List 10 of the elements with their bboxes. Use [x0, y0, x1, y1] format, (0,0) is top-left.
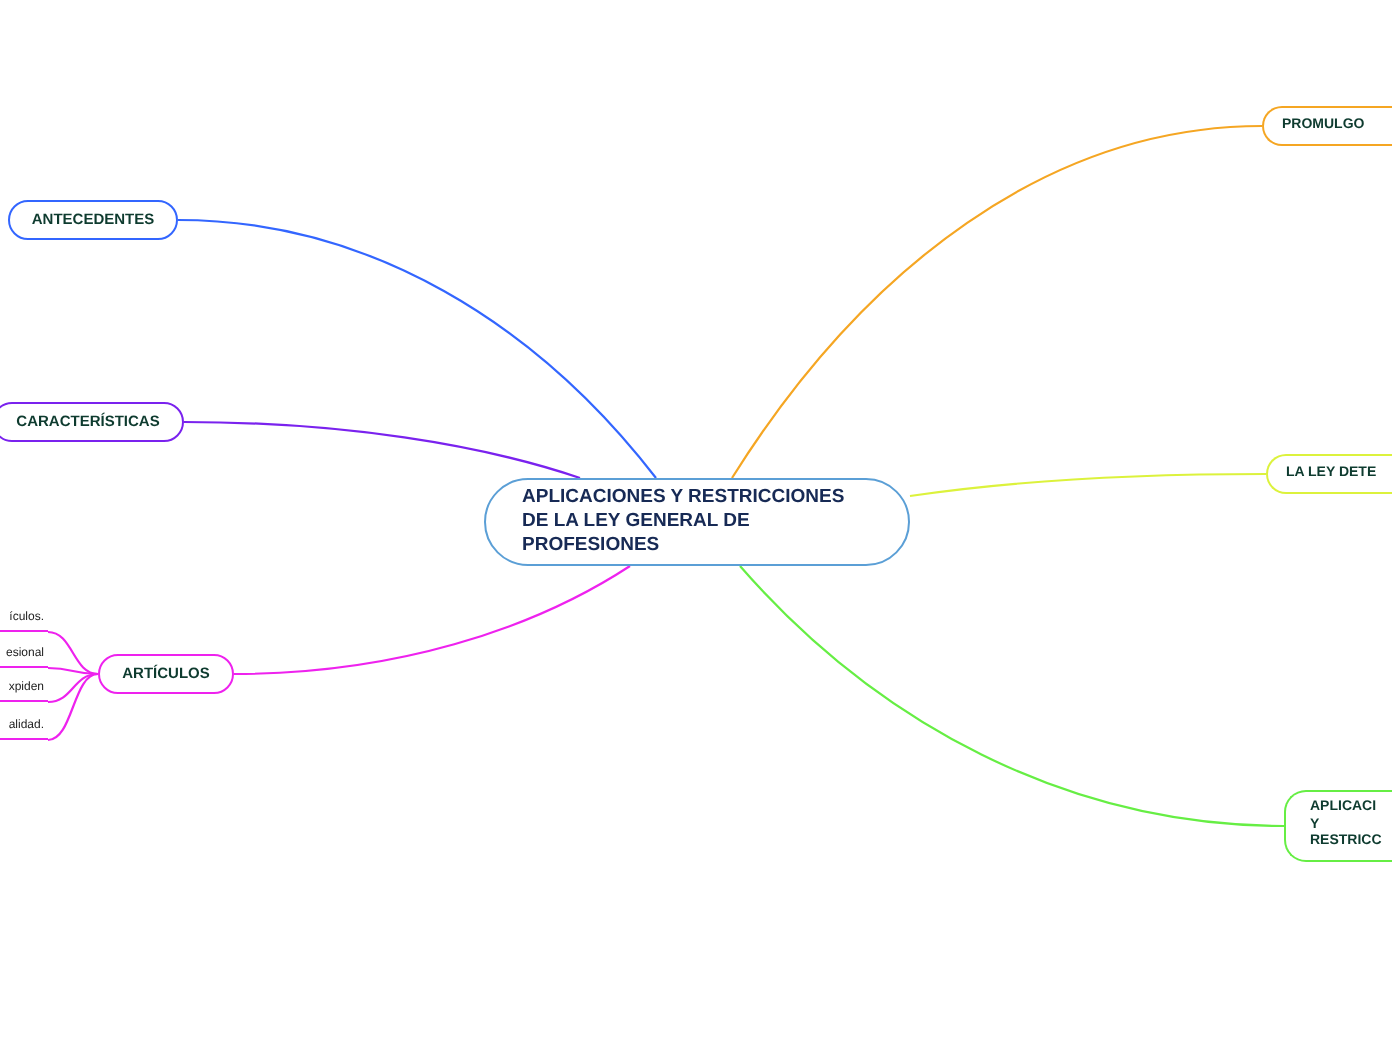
connector-line — [731, 124, 1263, 479]
connector-line — [47, 630, 99, 676]
connector-line — [47, 672, 99, 704]
connector-line — [739, 565, 1285, 828]
connector-line — [177, 218, 657, 479]
central-topic: APLICACIONES Y RESTRICCIONES DE LA LEY GENERAL DE PROFESIONES — [484, 478, 910, 566]
connector-line — [909, 472, 1266, 498]
connector-line — [47, 672, 99, 742]
connector-line — [184, 420, 581, 480]
connector-line — [233, 565, 631, 676]
